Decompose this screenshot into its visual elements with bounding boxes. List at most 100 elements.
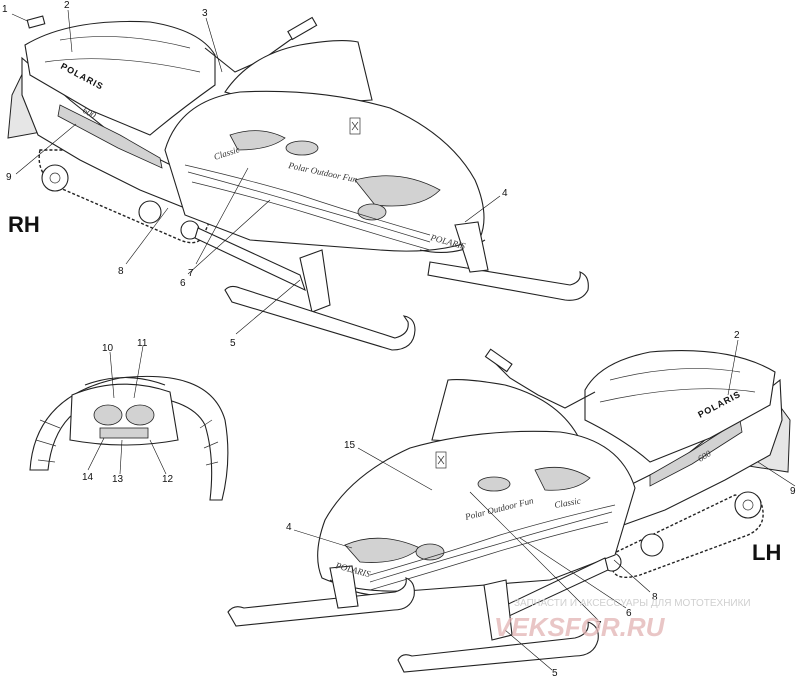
rh-callout-7: 7 (188, 268, 194, 279)
lh-seat-seam (599, 368, 756, 403)
lh-callout-5: 5 (552, 668, 558, 679)
rh-side-graphic-stripe-2 (187, 171, 431, 243)
lh-classic-decal: Classic (554, 496, 582, 510)
detail-callout-14: 14 (82, 472, 94, 483)
lh-leader-9 (757, 461, 796, 487)
rh-callout-2: 2 (64, 0, 70, 11)
rh-side-graphic-stripe-1 (184, 164, 431, 236)
rh-handlebar-grip (287, 16, 318, 41)
lh-side-graphic-stripe-2 (369, 511, 613, 583)
detail-gauge-left (93, 404, 123, 426)
rh-leader-6 (187, 199, 271, 275)
lh-leader-2 (727, 339, 739, 396)
watermark-tagline: ЗАПЧАСТИ И АКСЕССУАРЫ ДЛЯ МОТОТЕХНИКИ (514, 598, 751, 609)
lh-seat (584, 350, 776, 463)
rh-leader-9 (15, 123, 77, 175)
lh-callout-8: 8 (652, 592, 658, 603)
lh-ski-rear (227, 577, 415, 627)
lh-headlight (415, 543, 445, 561)
rh-callout-5: 5 (230, 338, 236, 349)
lh-mid-wheel (640, 533, 664, 557)
rh-leader-2 (67, 9, 73, 53)
lh-callout-15: 15 (344, 440, 356, 451)
lh-ski-leg (483, 579, 513, 641)
rh-windshield-logo (349, 117, 361, 135)
detail-leader-12 (149, 439, 167, 475)
rh-callout-4: 4 (502, 188, 508, 199)
rh-ski-leg (299, 249, 331, 313)
lh-handlebar-grip (484, 348, 513, 373)
rh-hood-vent-oval (285, 140, 319, 156)
rh-tunnel-stripe (57, 104, 163, 169)
rh-callout-3: 3 (202, 8, 208, 19)
rh-leader-5 (235, 279, 301, 335)
rh-sled-view: POLARIS 600 Classic POLARIS Polar Outdoo… (7, 16, 589, 351)
rh-ski-left-leg (454, 221, 489, 273)
rh-callout-9: 9 (6, 172, 12, 183)
lh-rear-idler-wheel (734, 491, 762, 519)
rh-rear-idler-hub (49, 172, 61, 184)
detail-fender-ribs (35, 419, 219, 466)
rh-leader-4 (464, 195, 501, 223)
rh-side-label: RH (8, 212, 40, 237)
lh-callout-2: 2 (734, 330, 740, 341)
lh-leader-7 (469, 491, 599, 621)
rh-ski-spindle (194, 227, 306, 292)
rh-hood-vent-right (354, 175, 441, 207)
lh-leader-6 (519, 537, 627, 609)
lh-rear-idler-hub (742, 499, 754, 511)
rh-leader-7 (195, 167, 249, 265)
lh-handlebar (491, 359, 596, 409)
rh-hood-vent-left (229, 130, 286, 151)
detail-callout-13: 13 (112, 474, 124, 485)
rh-leader-8 (125, 207, 169, 265)
lh-track (609, 494, 764, 578)
lh-ski-rear-leg (329, 565, 359, 609)
rh-seat-seam (44, 36, 201, 73)
lh-leader-15 (357, 447, 433, 491)
lh-side-graphic-stripe-1 (369, 504, 616, 576)
detail-callouts: 10 11 12 13 14 (82, 338, 174, 485)
detail-callout-11: 11 (137, 338, 148, 349)
detail-console (69, 383, 179, 446)
lh-callouts: 2 4 5 6 7 8 9 15 (286, 330, 796, 679)
lh-leader-8 (613, 559, 651, 593)
lh-windshield-logo (435, 451, 447, 469)
lh-callout-7: 7 (596, 620, 602, 631)
lh-hood-vent-right (534, 466, 591, 491)
watermark-site: VEKSFOR.RU (494, 612, 666, 642)
detail-leader-10 (109, 351, 115, 399)
detail-gauge-right (125, 404, 155, 426)
detail-leader-11 (133, 345, 144, 399)
lh-leader-4 (293, 529, 353, 549)
detail-callout-10: 10 (102, 343, 114, 354)
rh-mid-wheel (138, 200, 162, 224)
detail-callout-12: 12 (162, 474, 174, 485)
lh-ski-front (397, 621, 599, 673)
rh-side-graphic-stripe-3 (191, 181, 431, 251)
rh-leader-3 (205, 17, 223, 73)
watermark: ЗАПЧАСТИ И АКСЕССУАРЫ ДЛЯ МОТОТЕХНИКИ VE… (494, 598, 751, 642)
rh-decal-1-tag (26, 15, 46, 29)
lh-callout-9: 9 (790, 486, 796, 497)
rh-ski-left (427, 261, 589, 301)
detail-rear-view (29, 375, 229, 501)
detail-leader-14 (87, 437, 105, 471)
lh-hood-vent-oval (477, 476, 511, 492)
detail-switch-panel (99, 427, 149, 439)
lh-tunnel-stripe (649, 419, 743, 487)
rh-seat (24, 20, 216, 136)
rh-callout-6: 6 (180, 278, 186, 289)
lh-leader-5 (504, 629, 553, 671)
lh-sled-view: POLARIS 600 Classic POLARIS Polar Outdoo… (227, 348, 791, 673)
rh-callouts: 1 2 3 4 5 6 7 8 9 (2, 0, 508, 349)
detail-leader-13 (119, 439, 123, 475)
rh-ski-right (224, 285, 416, 351)
rh-callout-1: 1 (2, 4, 8, 15)
lh-callout-4: 4 (286, 522, 292, 533)
lh-side-label: LH (752, 540, 781, 565)
detail-bar-pad (84, 376, 166, 386)
rh-callout-8: 8 (118, 266, 124, 277)
rh-rear-idler-wheel (41, 164, 69, 192)
